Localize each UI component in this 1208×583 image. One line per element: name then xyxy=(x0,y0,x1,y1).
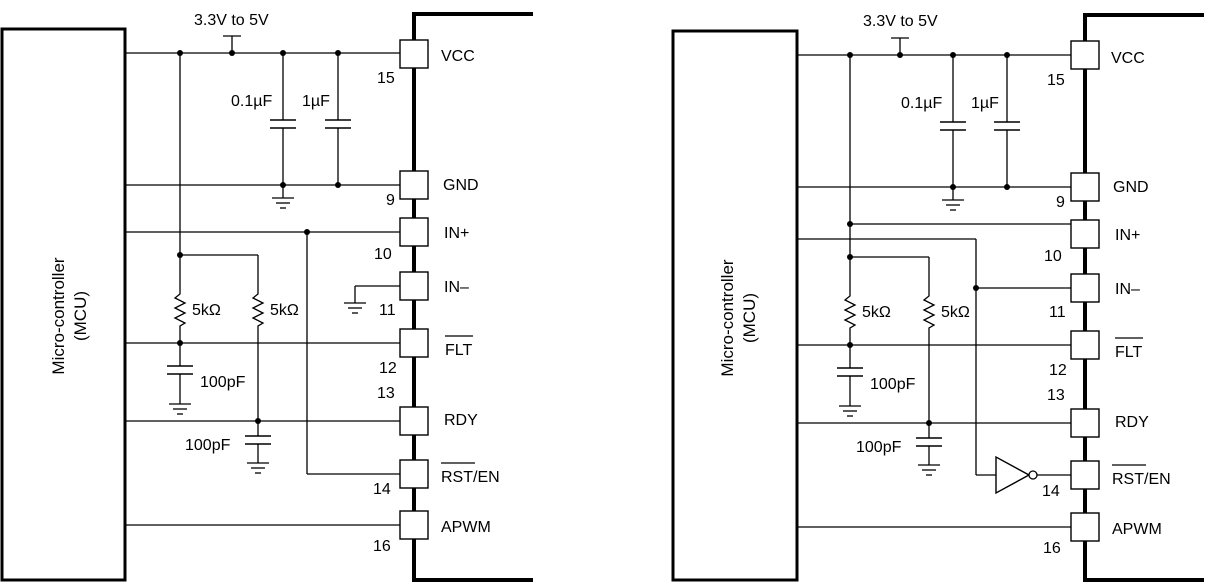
pin-name-rdy: RDY xyxy=(1115,414,1149,431)
inverter-bubble xyxy=(1028,470,1038,480)
cap-label-1uf: 1µF xyxy=(302,93,330,110)
circuit-right: Micro-controller (MCU) 3.3V to 5V 0.1µF … xyxy=(671,13,1204,582)
pin-vcc xyxy=(399,39,429,69)
pin-apwm xyxy=(399,510,429,540)
cap-label-100pf-rdy: 100pF xyxy=(856,439,902,456)
resistor-label-2: 5kΩ xyxy=(941,304,970,321)
pin-num-16: 16 xyxy=(1043,540,1061,557)
mcu-block xyxy=(671,29,799,582)
pin-num-15: 15 xyxy=(377,70,395,87)
pin-name-rst: RST/EN xyxy=(1112,471,1171,488)
pin-num-14: 14 xyxy=(1042,483,1060,500)
pin-vcc xyxy=(1070,40,1100,70)
pin-num-15: 15 xyxy=(1047,72,1065,89)
pin-num-10: 10 xyxy=(1044,248,1062,265)
mcu-block xyxy=(0,27,127,582)
pin-name-rdy: RDY xyxy=(444,412,478,429)
resistor-label-2: 5kΩ xyxy=(270,302,299,319)
pin-num-14: 14 xyxy=(373,481,391,498)
inverter-gate xyxy=(995,455,1031,495)
ic-body-outline xyxy=(1083,13,1204,582)
pin-name-in-plus: IN+ xyxy=(444,225,469,242)
pin-name-in-minus: IN– xyxy=(1115,281,1140,298)
pin-num-10: 10 xyxy=(374,246,392,263)
pin-name-apwm: APWM xyxy=(1112,521,1162,538)
pin-rdy xyxy=(1070,408,1100,438)
pin-num-13: 13 xyxy=(377,385,395,402)
supply-label: 3.3V to 5V xyxy=(863,13,938,30)
pin-name-in-plus: IN+ xyxy=(1115,227,1140,244)
pin-num-12: 12 xyxy=(379,360,397,377)
cap-label-0p1uf: 0.1µF xyxy=(231,93,272,110)
ground-symbol xyxy=(271,197,295,209)
pin-num-9: 9 xyxy=(386,192,395,209)
cap-label-1uf: 1µF xyxy=(971,95,999,112)
resistor-label-1: 5kΩ xyxy=(862,304,891,321)
pin-flt xyxy=(399,328,429,358)
pin-name-flt: FLT xyxy=(1115,344,1142,361)
resistor-label-1: 5kΩ xyxy=(192,302,221,319)
cap-label-100pf-flt: 100pF xyxy=(870,376,916,393)
ground-symbol xyxy=(246,462,270,474)
pin-flt xyxy=(1070,330,1100,360)
ground-symbol xyxy=(168,403,192,415)
pin-num-9: 9 xyxy=(1056,194,1065,211)
pin-in-minus xyxy=(1070,273,1100,303)
pin-in-minus xyxy=(399,271,429,301)
mcu-label-line2: (MCU) xyxy=(71,291,90,341)
pin-name-gnd: GND xyxy=(1113,179,1149,196)
pin-num-12: 12 xyxy=(1049,362,1067,379)
pin-name-apwm: APWM xyxy=(441,519,491,536)
pin-name-vcc: VCC xyxy=(441,48,475,65)
mcu-label-line1: Micro-controller xyxy=(49,257,68,374)
ic-body-outline xyxy=(412,12,533,582)
mcu-label-line1: Micro-controller xyxy=(718,259,737,376)
pin-num-16: 16 xyxy=(373,538,391,555)
ground-symbol xyxy=(838,405,862,417)
pin-num-13: 13 xyxy=(1047,387,1065,404)
cap-label-100pf-rdy: 100pF xyxy=(185,437,231,454)
cap-label-100pf-flt: 100pF xyxy=(200,374,246,391)
pin-rst-en xyxy=(399,459,429,489)
pin-name-gnd: GND xyxy=(443,177,479,194)
ground-symbol xyxy=(917,464,941,476)
pin-name-in-minus: IN– xyxy=(444,279,469,296)
pin-rst-en xyxy=(1070,460,1100,490)
ground-symbol xyxy=(343,302,367,314)
pin-apwm xyxy=(1070,512,1100,542)
mcu-label-line2: (MCU) xyxy=(740,293,759,343)
pin-in-plus xyxy=(399,217,429,247)
cap-label-0p1uf: 0.1µF xyxy=(901,95,942,112)
pin-name-flt: FLT xyxy=(445,342,472,359)
pin-num-11: 11 xyxy=(1049,304,1066,321)
pin-num-11: 11 xyxy=(379,302,396,319)
pin-gnd xyxy=(1070,172,1100,202)
pin-in-plus xyxy=(1070,219,1100,249)
pin-gnd xyxy=(399,170,429,200)
circuit-left: Micro-controller (MCU) 3.3V to 5V 0.1µF … xyxy=(0,12,533,582)
pin-name-rst: RST/EN xyxy=(441,469,500,486)
pin-name-vcc: VCC xyxy=(1111,50,1145,67)
ground-symbol xyxy=(941,199,965,211)
pin-rdy xyxy=(399,406,429,436)
supply-label: 3.3V to 5V xyxy=(194,12,269,29)
